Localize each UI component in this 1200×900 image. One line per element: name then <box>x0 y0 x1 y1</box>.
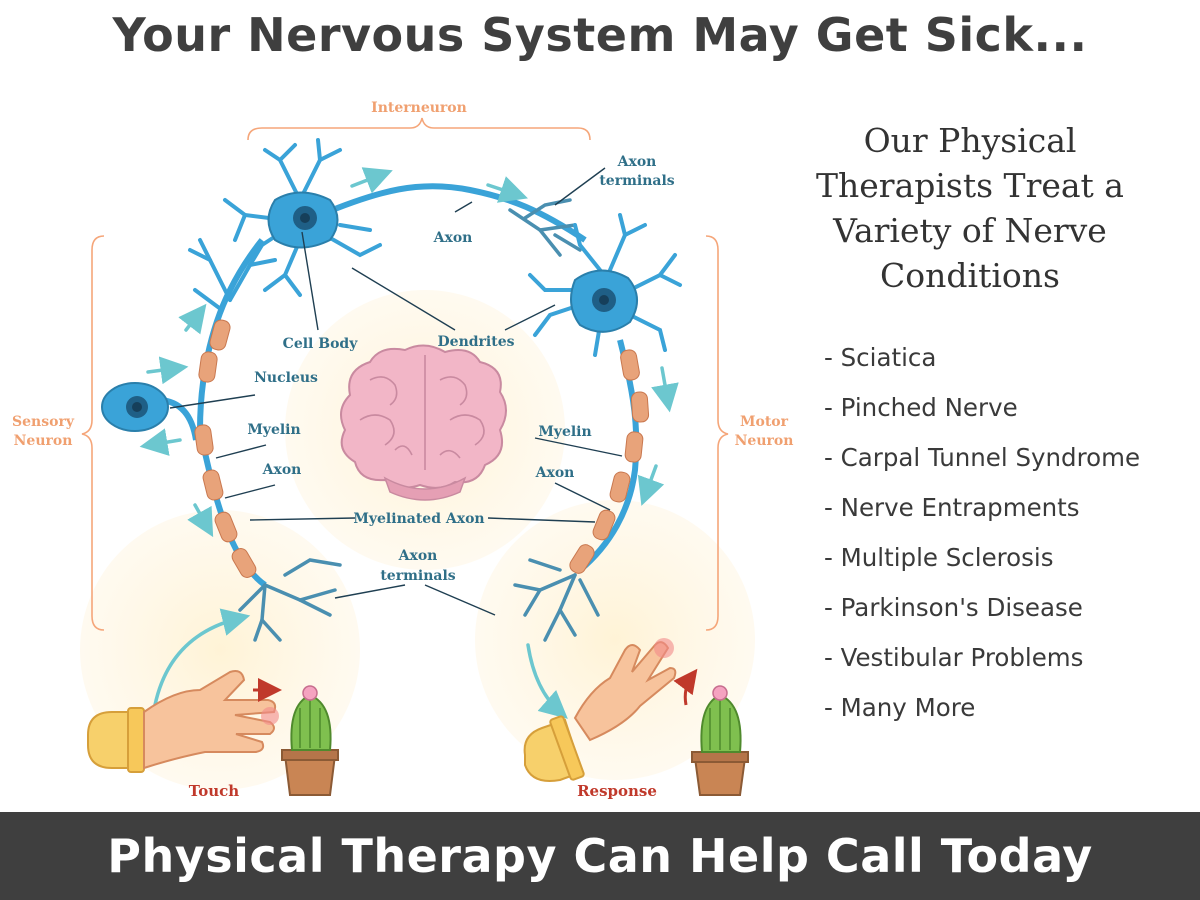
motor-myelin <box>569 349 650 574</box>
sensory-neuron <box>101 238 267 588</box>
motor-neuron <box>528 213 682 573</box>
therapy-heading: Our Physical Therapists Treat a Variety … <box>790 118 1150 298</box>
cactus-left <box>281 685 339 796</box>
label-sensory-2: Neuron <box>14 433 73 449</box>
label-cell-body: Cell Body <box>283 336 359 352</box>
cactus-right <box>691 685 749 796</box>
label-sensory-1: Sensory <box>12 414 75 430</box>
neuron-diagram: Interneuron Axon terminals Axon Cell Bod… <box>12 100 794 800</box>
leader-lines <box>169 167 623 616</box>
therapy-heading-line: Our Physical <box>863 121 1077 160</box>
response-hand <box>523 638 677 782</box>
label-axon-top: Axon <box>433 230 473 246</box>
headline: Your Nervous System May Get Sick... <box>112 8 1088 62</box>
brain <box>340 344 507 501</box>
touch-hand <box>87 670 279 773</box>
label-touch: Touch <box>189 782 239 800</box>
sensory-bracket <box>81 235 105 631</box>
label-axon-left: Axon <box>262 462 302 478</box>
label-myelin-right: Myelin <box>538 424 591 440</box>
label-myelinated-axon: Myelinated Axon <box>353 511 484 527</box>
signal-arrows <box>139 167 679 719</box>
motor-bracket <box>705 235 729 631</box>
conditions-list: - Sciatica - Pinched Nerve - Carpal Tunn… <box>824 336 1140 736</box>
cta-banner-text: Physical Therapy Can Help Call Today <box>107 829 1093 883</box>
condition-item: - Multiple Sclerosis <box>824 543 1054 572</box>
motor-axon-terminals <box>513 558 600 642</box>
label-myelin-left: Myelin <box>247 422 300 438</box>
label-interneuron: Interneuron <box>371 100 467 116</box>
label-axon-terminals-bottom-2: terminals <box>380 568 455 584</box>
label-axon-terminals-top-2: terminals <box>599 173 674 189</box>
sensory-myelin <box>194 319 257 578</box>
interneuron <box>223 138 587 297</box>
therapy-heading-line: Therapists Treat a <box>816 166 1124 205</box>
cta-banner: Physical Therapy Can Help Call Today <box>0 812 1200 900</box>
label-nucleus: Nucleus <box>254 370 318 386</box>
condition-item: - Nerve Entrapments <box>824 493 1080 522</box>
response-red-arrow <box>673 668 698 706</box>
label-response: Response <box>577 782 657 800</box>
label-axon-right: Axon <box>535 465 575 481</box>
condition-item: - Carpal Tunnel Syndrome <box>824 443 1141 472</box>
label-motor-1: Motor <box>740 414 789 430</box>
sensory-dendrites <box>188 238 277 312</box>
condition-item: - Pinched Nerve <box>824 393 1018 422</box>
condition-item: - Many More <box>824 693 976 722</box>
label-motor-2: Neuron <box>735 433 794 449</box>
label-axon-terminals-top-1: Axon <box>617 154 657 170</box>
sensory-axon-terminals <box>238 558 342 642</box>
condition-item: - Parkinson's Disease <box>824 593 1083 622</box>
therapy-heading-line: Variety of Nerve <box>833 211 1107 250</box>
label-axon-terminals-bottom-1: Axon <box>398 548 438 564</box>
label-dendrites: Dendrites <box>438 334 515 350</box>
condition-item: - Vestibular Problems <box>824 643 1084 672</box>
interneuron-bracket <box>247 117 591 141</box>
condition-item: - Sciatica <box>824 343 937 372</box>
therapy-heading-line: Conditions <box>880 256 1060 295</box>
